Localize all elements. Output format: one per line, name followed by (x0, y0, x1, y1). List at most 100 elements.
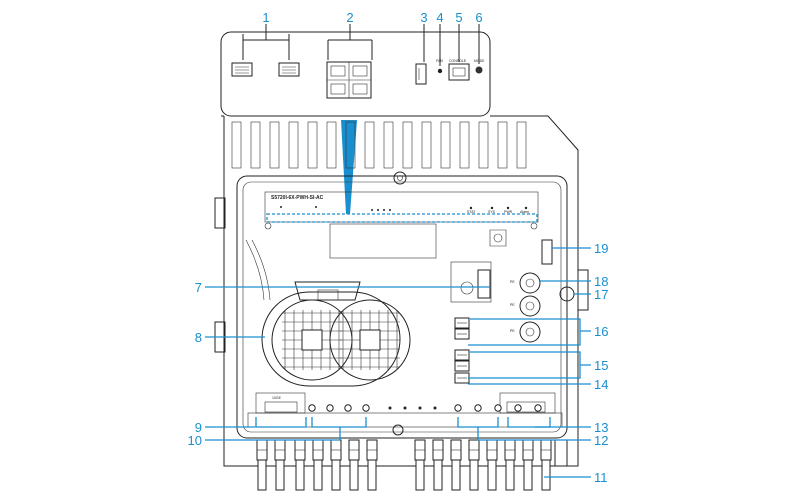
enclosure (214, 115, 589, 467)
sys-label: SYS (488, 210, 496, 214)
callout-16: 16 (594, 324, 608, 339)
plug-port (326, 404, 334, 412)
antenna-port-1 (519, 272, 541, 294)
callout-17: 17 (594, 287, 608, 302)
gland-cable (331, 459, 341, 491)
callout-7: 7 (195, 280, 202, 295)
gland-cable (523, 459, 533, 491)
fin (383, 121, 394, 169)
fin (478, 121, 489, 169)
gland-cable (541, 459, 551, 491)
grounding-terminal (477, 269, 491, 299)
callout-13: 13 (594, 420, 608, 435)
gland-cable (433, 459, 443, 491)
callout-2: 2 (346, 10, 353, 25)
fin (497, 121, 508, 169)
sfp-port-left (231, 62, 253, 77)
gland-cable (275, 459, 285, 491)
rj45-ports (326, 61, 372, 99)
fin (231, 121, 242, 169)
right-module: PE PE PE (450, 239, 575, 384)
pe-label-1: PE (510, 280, 515, 284)
mode-button (475, 66, 483, 74)
ge-port-label: 10GE (272, 396, 282, 400)
fin (459, 121, 470, 169)
gland-cable (487, 459, 497, 491)
screw-hole (403, 406, 407, 410)
antenna-port-3 (519, 321, 541, 343)
fin (269, 121, 280, 169)
fin (364, 121, 375, 169)
antenna-port-2 (519, 295, 541, 317)
top-screw-icon (393, 171, 407, 185)
fin (421, 121, 432, 169)
gland-cable (257, 459, 267, 491)
gland-cable (367, 459, 377, 491)
fin (440, 121, 451, 169)
screw-hole (433, 406, 437, 410)
fan-indicator (437, 68, 443, 74)
gland-cable (505, 459, 515, 491)
status-panel: S5720I-6X-PWH-SI-AC STAT SYS PWR Alarm (264, 191, 539, 230)
fin (326, 121, 337, 169)
callout-11: 11 (594, 470, 608, 485)
callout-12: 12 (594, 433, 608, 448)
callout-6: 6 (475, 10, 482, 25)
console-port (448, 63, 470, 81)
gland-cable (349, 459, 359, 491)
gland-cable (295, 459, 305, 491)
plug-port (514, 404, 522, 412)
plug-port (344, 404, 352, 412)
callout-9: 9 (195, 420, 202, 435)
fin (250, 121, 261, 169)
plug-port (308, 404, 316, 412)
grid-hub (359, 329, 381, 351)
cable-organizer (261, 281, 411, 387)
fin (307, 121, 318, 169)
callout-numbers: 1 2 3 4 5 6 7 8 9 10 11 12 13 14 15 16 1… (188, 10, 609, 485)
sfp-port-right (278, 62, 300, 77)
grid-hub (301, 329, 323, 351)
display-window (329, 223, 437, 259)
terminal-blocks (454, 317, 470, 384)
bottom-connector-row: 10GE (247, 392, 568, 491)
callout-10: 10 (188, 433, 202, 448)
fin (402, 121, 413, 169)
plug-port (454, 404, 462, 412)
cooling-fins (231, 121, 527, 169)
callout-3: 3 (420, 10, 427, 25)
plug-port (534, 404, 542, 412)
callout-14: 14 (594, 377, 608, 392)
fin (288, 121, 299, 169)
device-model: S5720I-6X-PWH-SI-AC (271, 195, 324, 201)
pe-label-3: PE (510, 329, 515, 333)
plug-port (474, 404, 482, 412)
zoom-callout-leaders (242, 24, 480, 66)
organizer-grid-right (340, 310, 400, 370)
callout-1: 1 (262, 10, 269, 25)
power-module-indicator (541, 239, 553, 265)
callout-5: 5 (455, 10, 462, 25)
pwr-label: PWR (504, 210, 513, 214)
bottom-plug-row (308, 404, 542, 412)
plug-port (362, 404, 370, 412)
fin (516, 121, 527, 169)
callout-15: 15 (594, 358, 608, 373)
gland-cable (415, 459, 425, 491)
callout-4: 4 (436, 10, 443, 25)
port-highlight (266, 213, 538, 223)
callout-18: 18 (594, 274, 608, 289)
callout-19: 19 (594, 241, 608, 256)
gland-cable (451, 459, 461, 491)
screw-hole (418, 406, 422, 410)
console-label: CONSOLE (449, 59, 467, 63)
gland-cable (469, 459, 479, 491)
plug-port (494, 404, 502, 412)
usb-port (415, 63, 427, 85)
fin (345, 121, 356, 169)
organizer-grid-left (282, 310, 342, 370)
stat-label: STAT (467, 210, 476, 214)
callout-8: 8 (195, 330, 202, 345)
zoom-funnel (341, 120, 357, 214)
